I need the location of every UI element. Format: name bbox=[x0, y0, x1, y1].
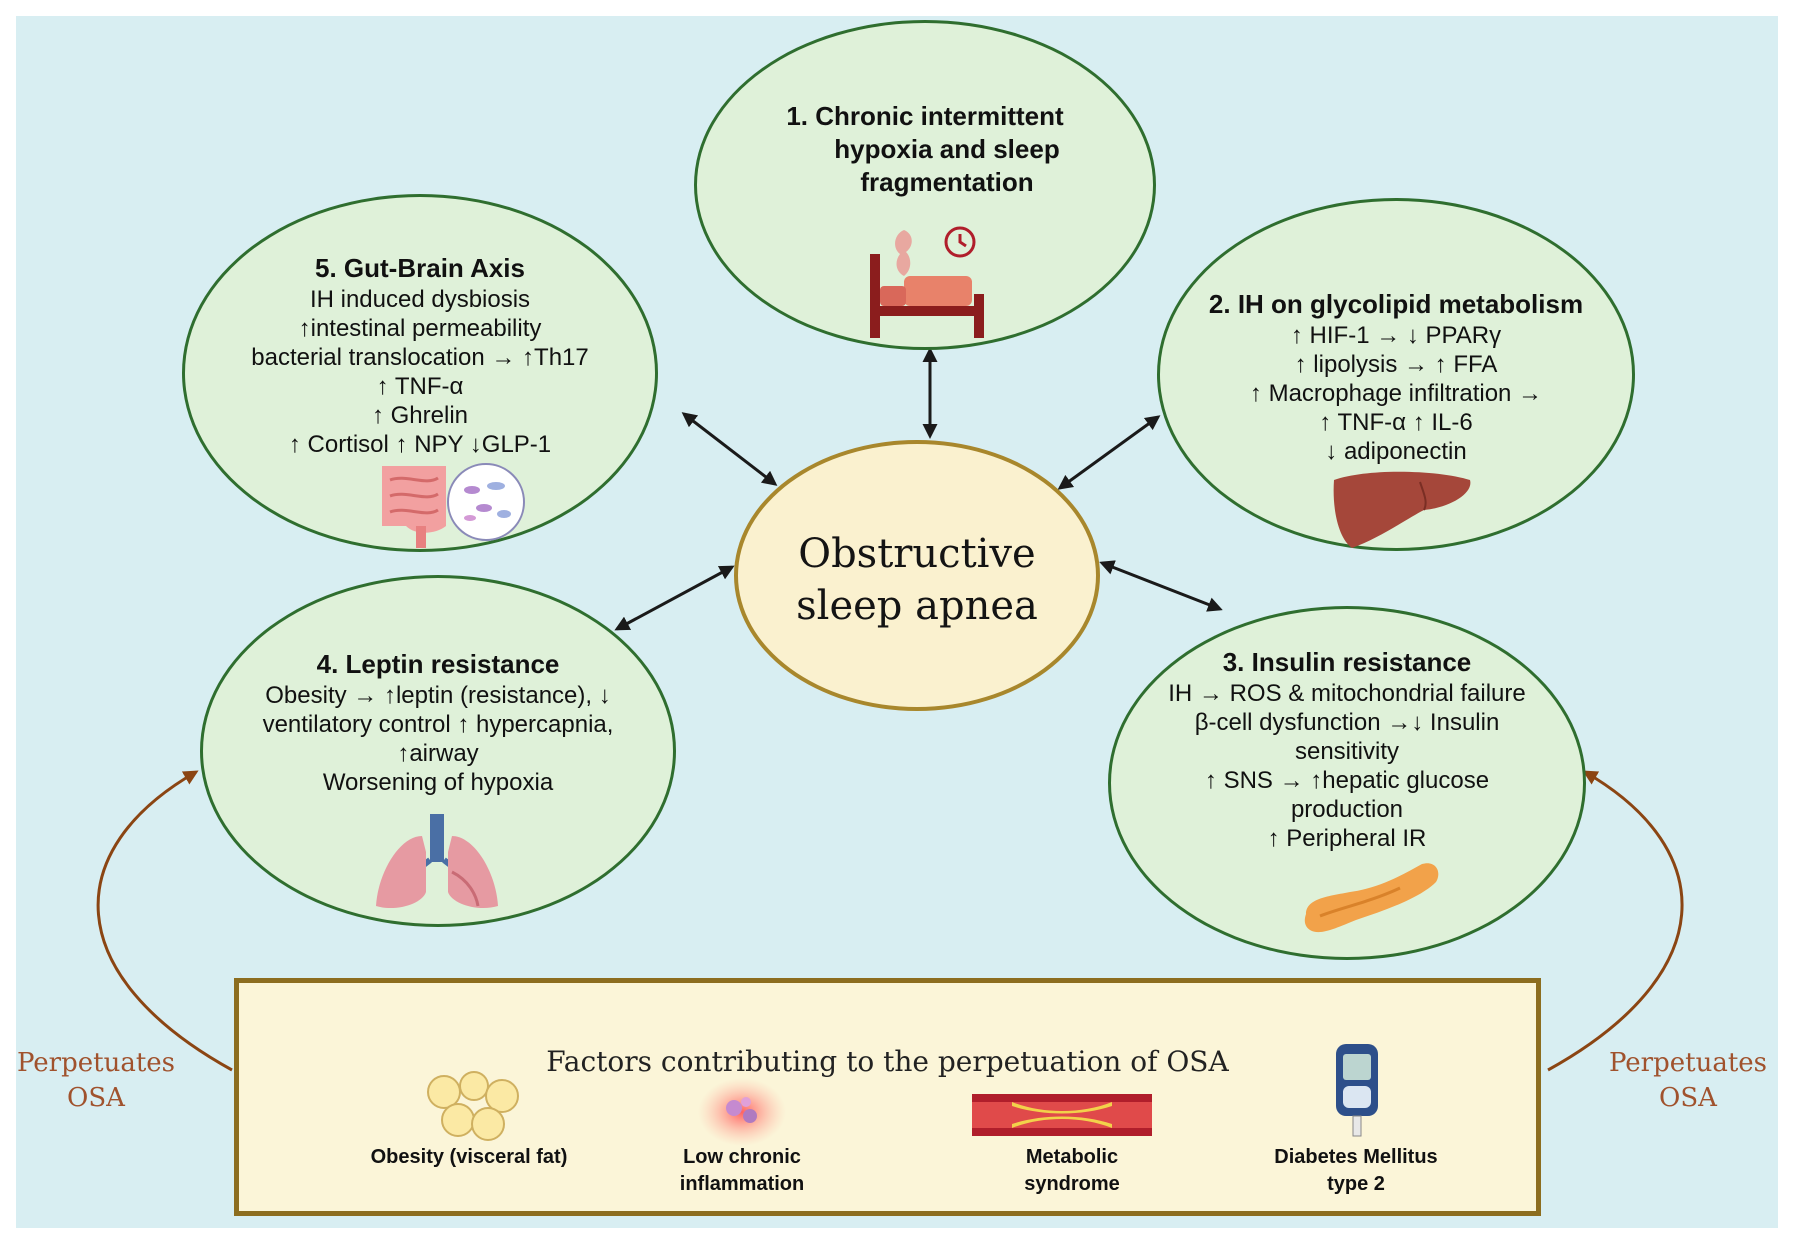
mechanism-2-line: ↑ Macrophage infiltration → bbox=[1249, 380, 1543, 407]
mechanism-4-text: 4. Leptin resistance Obesity → ↑leptin (… bbox=[210, 648, 666, 797]
factor-label-metabolic: Metabolic syndrome bbox=[972, 1144, 1172, 1198]
factor-label-line: type 2 bbox=[1327, 1173, 1385, 1195]
arrow-perpetuates-right bbox=[1547, 770, 1684, 1072]
factor-label-line: inflammation bbox=[679, 1173, 805, 1195]
mechanism-2-title: 2. IH on glycolipid metabolism bbox=[1208, 289, 1584, 319]
mechanism-4-line: ↑airway bbox=[397, 740, 479, 767]
mechanism-2-text: 2. IH on glycolipid metabolism ↑ HIF-1 →… bbox=[1167, 288, 1625, 466]
mechanism-1-line: fragmentation bbox=[860, 167, 1034, 197]
mechanism-4-line: ventilatory control ↑ hypercapnia, bbox=[262, 711, 614, 738]
mechanism-3-line: ↑ SNS → ↑hepatic glucose bbox=[1204, 767, 1490, 794]
glucometer-icon bbox=[1336, 1044, 1378, 1137]
factor-label-line: Metabolic bbox=[1025, 1146, 1119, 1168]
artery-plaque-icon bbox=[972, 1094, 1152, 1136]
mechanism-3-line: production bbox=[1290, 796, 1404, 823]
mechanism-5-text: 5. Gut-Brain Axis IH induced dysbiosis ↑… bbox=[192, 252, 648, 459]
mechanism-5-line: IH induced dysbiosis bbox=[309, 286, 531, 313]
bed-clock-icon bbox=[870, 226, 984, 338]
mechanism-1-line: hypoxia and sleep bbox=[834, 134, 1060, 164]
mechanism-2-line: ↓ adiponectin bbox=[1325, 438, 1467, 465]
arrow-perpetuates-left bbox=[96, 770, 233, 1072]
mechanism-5-title: 5. Gut-Brain Axis bbox=[315, 253, 525, 283]
intestine-bacteria-icon bbox=[382, 463, 525, 548]
arrow-center-m5 bbox=[681, 412, 778, 486]
factor-label-diabetes: Diabetes Mellitus type 2 bbox=[1236, 1144, 1476, 1198]
arrow-center-m4 bbox=[614, 565, 735, 631]
mechanism-4-ellipse bbox=[200, 575, 676, 927]
mechanism-3-line: β-cell dysfunction →↓ Insulin bbox=[1194, 709, 1500, 736]
perpetuates-left-label: Perpetuates OSA bbox=[8, 1046, 184, 1116]
mechanism-5-line: ↑ Ghrelin bbox=[371, 402, 469, 429]
lungs-icon bbox=[376, 814, 498, 909]
arrow-center-m3 bbox=[1099, 560, 1223, 612]
mechanism-3-line: IH → ROS & mitochondrial failure bbox=[1168, 680, 1526, 707]
mechanism-1-text: 1. Chronic intermittent hypoxia and slee… bbox=[732, 100, 1118, 199]
center-ellipse bbox=[734, 440, 1100, 711]
mechanism-5-line: ↑ TNF-α bbox=[376, 373, 464, 400]
mechanism-2-line: ↑ TNF-α ↑ IL-6 bbox=[1319, 409, 1473, 436]
factor-label-inflammation: Low chronic inflammation bbox=[642, 1144, 842, 1198]
mechanism-2-line: ↑ lipolysis → ↑ FFA bbox=[1294, 351, 1498, 378]
mechanism-1-line: 1. Chronic intermittent bbox=[786, 101, 1064, 131]
inflammation-icon bbox=[698, 1078, 786, 1146]
mechanism-5-line: ↑ Cortisol ↑ NPY ↓GLP-1 bbox=[288, 431, 552, 458]
pancreas-icon bbox=[1304, 863, 1439, 933]
arrow-center-m2 bbox=[1057, 415, 1161, 490]
factor-label-obesity: Obesity (visceral fat) bbox=[344, 1144, 594, 1171]
factor-label-line: syndrome bbox=[1024, 1173, 1120, 1195]
mechanism-4-line: Worsening of hypoxia bbox=[322, 769, 554, 796]
mechanism-3-line: sensitivity bbox=[1294, 738, 1400, 765]
center-title-line: sleep apnea bbox=[796, 583, 1038, 629]
factor-label-line: Low chronic bbox=[683, 1146, 801, 1168]
factor-label-line: Obesity (visceral fat) bbox=[370, 1146, 568, 1168]
factors-title: Factors contributing to the perpetuation… bbox=[546, 1045, 1229, 1078]
perpetuates-line: Perpetuates bbox=[16, 1048, 176, 1078]
mechanism-5-line: ↑intestinal permeability bbox=[298, 315, 542, 342]
center-title-line: Obstructive bbox=[798, 531, 1036, 577]
perpetuates-line: OSA bbox=[1659, 1083, 1717, 1113]
liver-icon bbox=[1333, 471, 1471, 548]
mechanism-3-title: 3. Insulin resistance bbox=[1222, 647, 1472, 677]
perpetuates-line: OSA bbox=[67, 1083, 125, 1113]
factor-label-line: Diabetes Mellitus bbox=[1274, 1146, 1438, 1168]
mechanism-3-text: 3. Insulin resistance IH → ROS & mitocho… bbox=[1118, 646, 1576, 853]
mechanism-4-line: Obesity → ↑leptin (resistance), ↓ bbox=[265, 682, 611, 709]
mechanism-3-line: ↑ Peripheral IR bbox=[1267, 825, 1427, 852]
mechanism-4-title: 4. Leptin resistance bbox=[316, 649, 560, 679]
perpetuates-line: Perpetuates bbox=[1608, 1048, 1768, 1078]
perpetuates-right-label: Perpetuates OSA bbox=[1598, 1046, 1778, 1116]
mechanism-2-line: ↑ HIF-1 → ↓ PPARγ bbox=[1290, 322, 1502, 349]
mechanism-5-line: bacterial translocation → ↑Th17 bbox=[251, 344, 589, 371]
center-title: Obstructive sleep apnea bbox=[734, 528, 1100, 632]
fat-cells-icon bbox=[427, 1071, 519, 1141]
